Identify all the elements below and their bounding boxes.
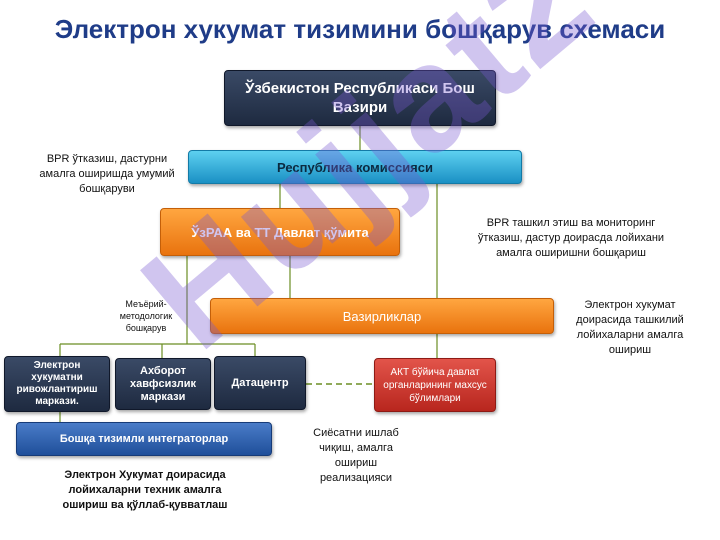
ministries-label: Вазирликлар [342, 308, 422, 324]
ict-units-label: АКТ бўйича давлат органларининг махсус б… [383, 366, 487, 404]
uzraa-label: ЎзРАА ва ТТ Давлат қўмита [191, 224, 369, 240]
note-bpr-monitoring: BPR ташкил этиш ва мониторинг ўтказиш, д… [477, 217, 665, 259]
security-center-box: Ахборот хавфсизлик маркази [115, 358, 211, 410]
ict-units-box: АКТ бўйича давлат органларининг махсус б… [374, 358, 496, 412]
integrators-box: Бошқа тизимли интеграторлар [16, 422, 272, 456]
republic-commission-box: Республика комиссияси [188, 150, 522, 184]
note-technical: Электрон Хукумат доирасида лойихаларни т… [62, 469, 228, 511]
datacenter-label: Датацентр [231, 377, 289, 389]
note-policy: Сиёсатни ишлаб чиқиш, амалга ошириш реал… [313, 427, 399, 484]
page-title: Электрон хукумат тизимини бошқарув схема… [54, 14, 666, 44]
e-gov-center-label: Электрон хукуматни ривожлантириш маркази… [16, 360, 98, 407]
integrators-label: Бошқа тизимли интеграторлар [59, 433, 229, 445]
note-bpr-general: BPR ўтказиш, дастурни амалга оширишда ум… [39, 153, 175, 195]
ministries-box: Вазирликлар [210, 298, 554, 334]
note-e-gov-projects: Электрон хукумат доирасида ташкилий лойи… [576, 299, 684, 356]
prime-minister-label: Ўзбекистон Республикаси Бош Вазири [245, 80, 475, 116]
security-center-label: Ахборот хавфсизлик маркази [130, 364, 196, 403]
republic-commission-label: Республика комиссияси [277, 159, 433, 175]
note-normative: Меъёрий-методологик бошқарув [119, 299, 173, 333]
prime-minister-box: Ўзбекистон Республикаси Бош Вазири [224, 70, 496, 126]
e-gov-center-box: Электрон хукуматни ривожлантириш маркази… [4, 356, 110, 412]
uzraa-box: ЎзРАА ва ТТ Давлат қўмита [160, 208, 400, 256]
datacenter-box: Датацентр [214, 356, 306, 410]
